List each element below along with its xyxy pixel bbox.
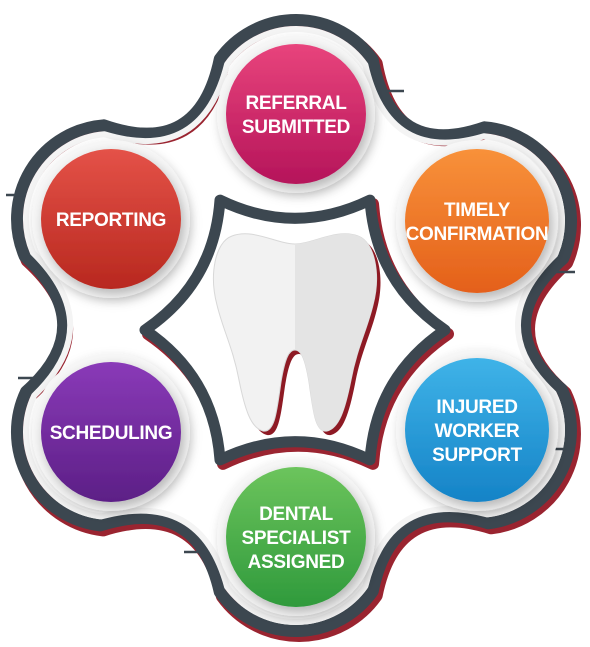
node-circle (41, 362, 181, 502)
node-confirmation: TIMELY CONFIRMATION (396, 140, 558, 302)
node-label-line: TIMELY (444, 200, 511, 221)
node-specialist: DENTAL SPECIALIST ASSIGNED (217, 458, 375, 616)
node-circle (226, 44, 366, 184)
node-circle (405, 358, 549, 502)
node-label-line: SUPPORT (432, 445, 522, 466)
node-label-line: INJURED (436, 397, 517, 418)
process-nodes: REFERRAL SUBMITTED TIMELY CONFIRMATION INJUR… (32, 35, 558, 616)
node-worker-support: INJURED WORKER SUPPORT (396, 349, 558, 511)
node-label-line: SCHEDULING (50, 423, 173, 444)
tooth-icon (212, 233, 381, 436)
node-label-line: CONFIRMATION (406, 224, 549, 245)
node-reporting: REPORTING (32, 140, 190, 298)
node-label-line: REFERRAL (245, 93, 347, 114)
node-referral: REFERRAL SUBMITTED (217, 35, 375, 193)
node-label-line: ASSIGNED (248, 552, 345, 573)
node-label-line: REPORTING (56, 210, 166, 231)
white-band (22, 25, 565, 626)
node-label-line: WORKER (435, 421, 520, 442)
node-label-line: SPECIALIST (242, 528, 352, 549)
node-scheduling: SCHEDULING (32, 353, 190, 511)
outer-ring (11, 14, 578, 637)
node-circle (405, 149, 549, 293)
node-circle (226, 467, 366, 607)
node-label-line: DENTAL (259, 504, 334, 525)
node-label-line: SUBMITTED (242, 117, 350, 138)
node-circle (41, 149, 181, 289)
